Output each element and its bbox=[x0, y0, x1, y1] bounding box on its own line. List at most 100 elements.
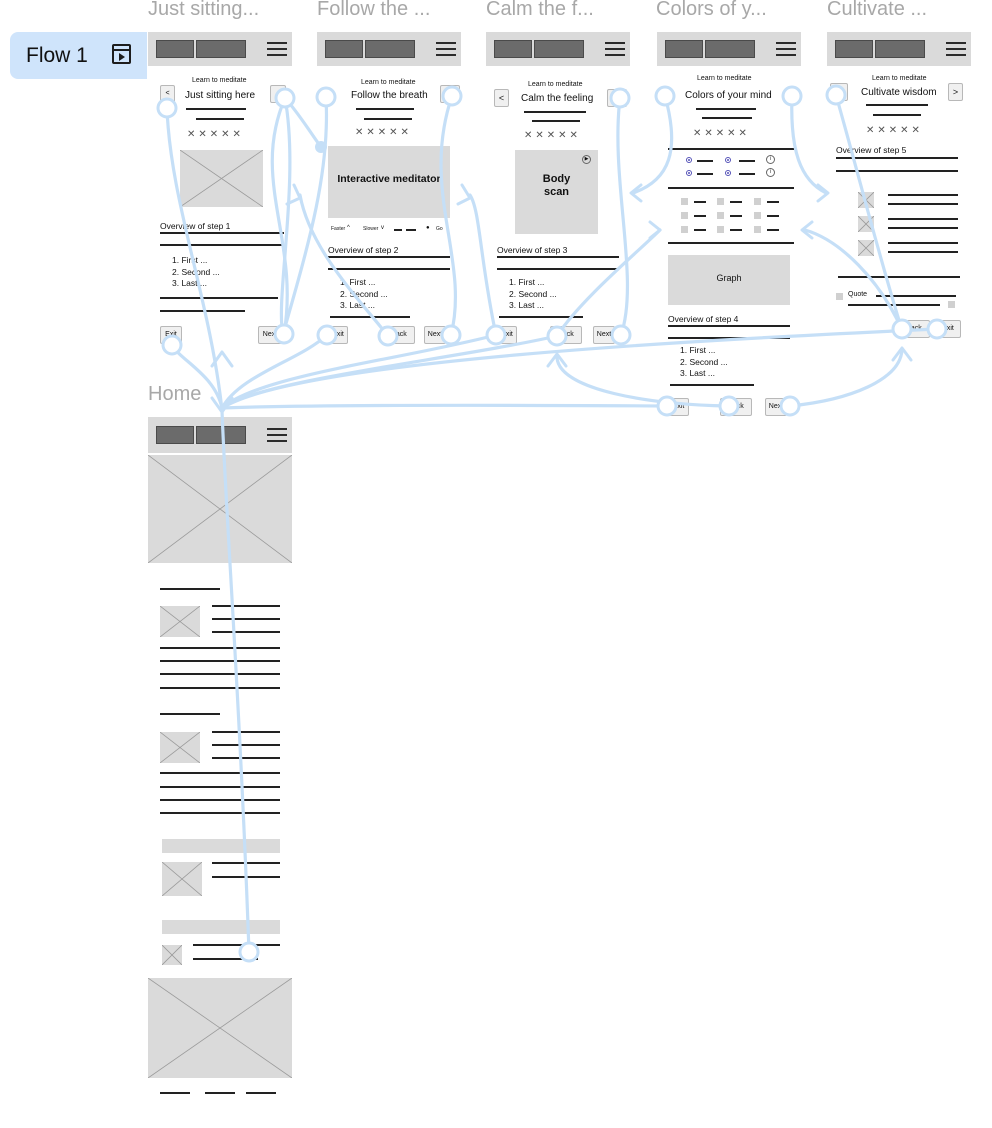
radio-option[interactable] bbox=[686, 170, 692, 176]
list-item: 3. Last ... bbox=[509, 300, 544, 310]
exit-button[interactable]: Exit bbox=[328, 326, 348, 344]
connector-step2-to-meditator bbox=[283, 96, 323, 149]
back-button[interactable]: Back bbox=[550, 326, 582, 344]
exit-button[interactable]: Exit bbox=[160, 326, 182, 344]
checkbox[interactable] bbox=[717, 212, 724, 219]
next-button[interactable]: Next bbox=[424, 326, 446, 344]
header-bar bbox=[827, 32, 971, 66]
image-placeholder bbox=[180, 150, 263, 207]
side-button[interactable] bbox=[440, 85, 460, 103]
section-title bbox=[160, 713, 220, 715]
checkbox[interactable] bbox=[717, 226, 724, 233]
image-placeholder bbox=[160, 606, 200, 637]
section-banner bbox=[162, 920, 280, 934]
text-line bbox=[193, 944, 280, 946]
list-item: 1. First ... bbox=[509, 277, 545, 287]
checkbox[interactable] bbox=[717, 198, 724, 205]
text-line bbox=[497, 256, 619, 258]
step-heading: Calm the feeling bbox=[521, 93, 594, 104]
next-button[interactable]: Next bbox=[258, 326, 282, 344]
checkbox[interactable] bbox=[681, 198, 688, 205]
footer-link[interactable] bbox=[205, 1092, 235, 1094]
header-block bbox=[494, 40, 532, 58]
text-line bbox=[497, 268, 619, 270]
back-arrow-button[interactable]: < bbox=[160, 85, 175, 103]
exit-button[interactable]: Exit bbox=[668, 398, 689, 416]
chevron-down-icon[interactable]: v bbox=[381, 225, 384, 231]
chevron-up-icon[interactable]: ^ bbox=[347, 225, 350, 231]
text-line bbox=[836, 157, 958, 159]
frame-title-step2[interactable]: Follow the ... bbox=[317, 0, 431, 20]
frame-title-home[interactable]: Home bbox=[148, 383, 202, 405]
back-arrow-button[interactable]: < bbox=[494, 89, 509, 107]
frame-title-step3[interactable]: Calm the f... bbox=[486, 0, 594, 20]
hamburger-icon[interactable] bbox=[436, 42, 456, 56]
checkbox[interactable] bbox=[681, 226, 688, 233]
rating-stars-icon: ✕✕✕✕✕ bbox=[693, 128, 750, 139]
info-icon[interactable]: i bbox=[766, 155, 775, 164]
text-line bbox=[160, 687, 280, 689]
text-line bbox=[730, 215, 742, 217]
hamburger-icon[interactable] bbox=[267, 42, 287, 56]
back-button[interactable]: Back bbox=[720, 398, 752, 416]
text-line bbox=[212, 618, 280, 620]
frame-title-step5[interactable]: Cultivate ... bbox=[827, 0, 928, 20]
arrowhead bbox=[891, 346, 913, 362]
next-arrow-button[interactable]: > bbox=[948, 83, 963, 101]
exit-button[interactable]: Exit bbox=[497, 326, 517, 344]
feature-line: scan bbox=[543, 186, 570, 198]
back-button[interactable]: Back bbox=[383, 326, 415, 344]
go-label[interactable]: Go bbox=[436, 226, 443, 232]
frame-title-step1[interactable]: Just sitting... bbox=[148, 0, 260, 20]
next-button[interactable]: Next bbox=[593, 326, 615, 344]
image-placeholder bbox=[858, 240, 874, 256]
quote-label: Quote bbox=[848, 291, 868, 298]
radio-option[interactable] bbox=[725, 157, 731, 163]
timer-icon: ● bbox=[426, 225, 430, 231]
side-button[interactable] bbox=[607, 89, 627, 107]
body-scan-panel[interactable] bbox=[515, 150, 598, 234]
list-item: 3. Last ... bbox=[680, 368, 715, 378]
frame-title-step4[interactable]: Colors of y... bbox=[656, 0, 767, 20]
checkbox[interactable] bbox=[681, 212, 688, 219]
checkbox[interactable] bbox=[754, 212, 761, 219]
list-item: 2. Second ... bbox=[340, 289, 388, 299]
text-line bbox=[876, 295, 956, 297]
rating-stars-icon: ✕✕✕✕✕ bbox=[524, 130, 581, 141]
flow-badge[interactable]: Flow 1 bbox=[10, 32, 147, 79]
rating-stars-icon: ✕✕✕✕✕ bbox=[355, 127, 412, 138]
hamburger-icon[interactable] bbox=[267, 428, 287, 442]
checkbox[interactable] bbox=[754, 226, 761, 233]
kicker: Learn to meditate bbox=[361, 79, 416, 86]
text-line bbox=[888, 194, 958, 196]
step-heading: Colors of your mind bbox=[685, 90, 772, 101]
header-block bbox=[365, 40, 415, 58]
info-icon[interactable]: i bbox=[766, 168, 775, 177]
exit-button[interactable]: Exit bbox=[935, 320, 961, 338]
radio-option[interactable] bbox=[686, 157, 692, 163]
header-block bbox=[835, 40, 873, 58]
next-button[interactable]: Next bbox=[765, 398, 787, 416]
radio-option[interactable] bbox=[725, 170, 731, 176]
hamburger-icon[interactable] bbox=[605, 42, 625, 56]
flow-play-icon[interactable] bbox=[112, 44, 131, 64]
feature-label: Body scan bbox=[515, 173, 598, 199]
divider bbox=[668, 242, 794, 244]
checkbox[interactable] bbox=[754, 198, 761, 205]
play-icon[interactable]: ▶ bbox=[582, 155, 591, 164]
back-button[interactable]: Back bbox=[898, 320, 930, 338]
rating-stars-icon: ✕✕✕✕✕ bbox=[187, 129, 244, 140]
hamburger-icon[interactable] bbox=[776, 42, 796, 56]
step-heading: Cultivate wisdom bbox=[861, 87, 937, 98]
text-line bbox=[160, 310, 245, 312]
text-line bbox=[160, 232, 284, 234]
hamburger-icon[interactable] bbox=[946, 42, 966, 56]
footer-link[interactable] bbox=[160, 1092, 190, 1094]
header-block bbox=[196, 40, 246, 58]
side-button[interactable] bbox=[830, 83, 848, 101]
overview-title: Overview of step 4 bbox=[668, 314, 739, 324]
footer-link[interactable] bbox=[246, 1092, 276, 1094]
side-button[interactable] bbox=[270, 85, 286, 103]
list-item: 1. First ... bbox=[172, 255, 208, 265]
connector-step4-exit-home bbox=[220, 403, 669, 410]
